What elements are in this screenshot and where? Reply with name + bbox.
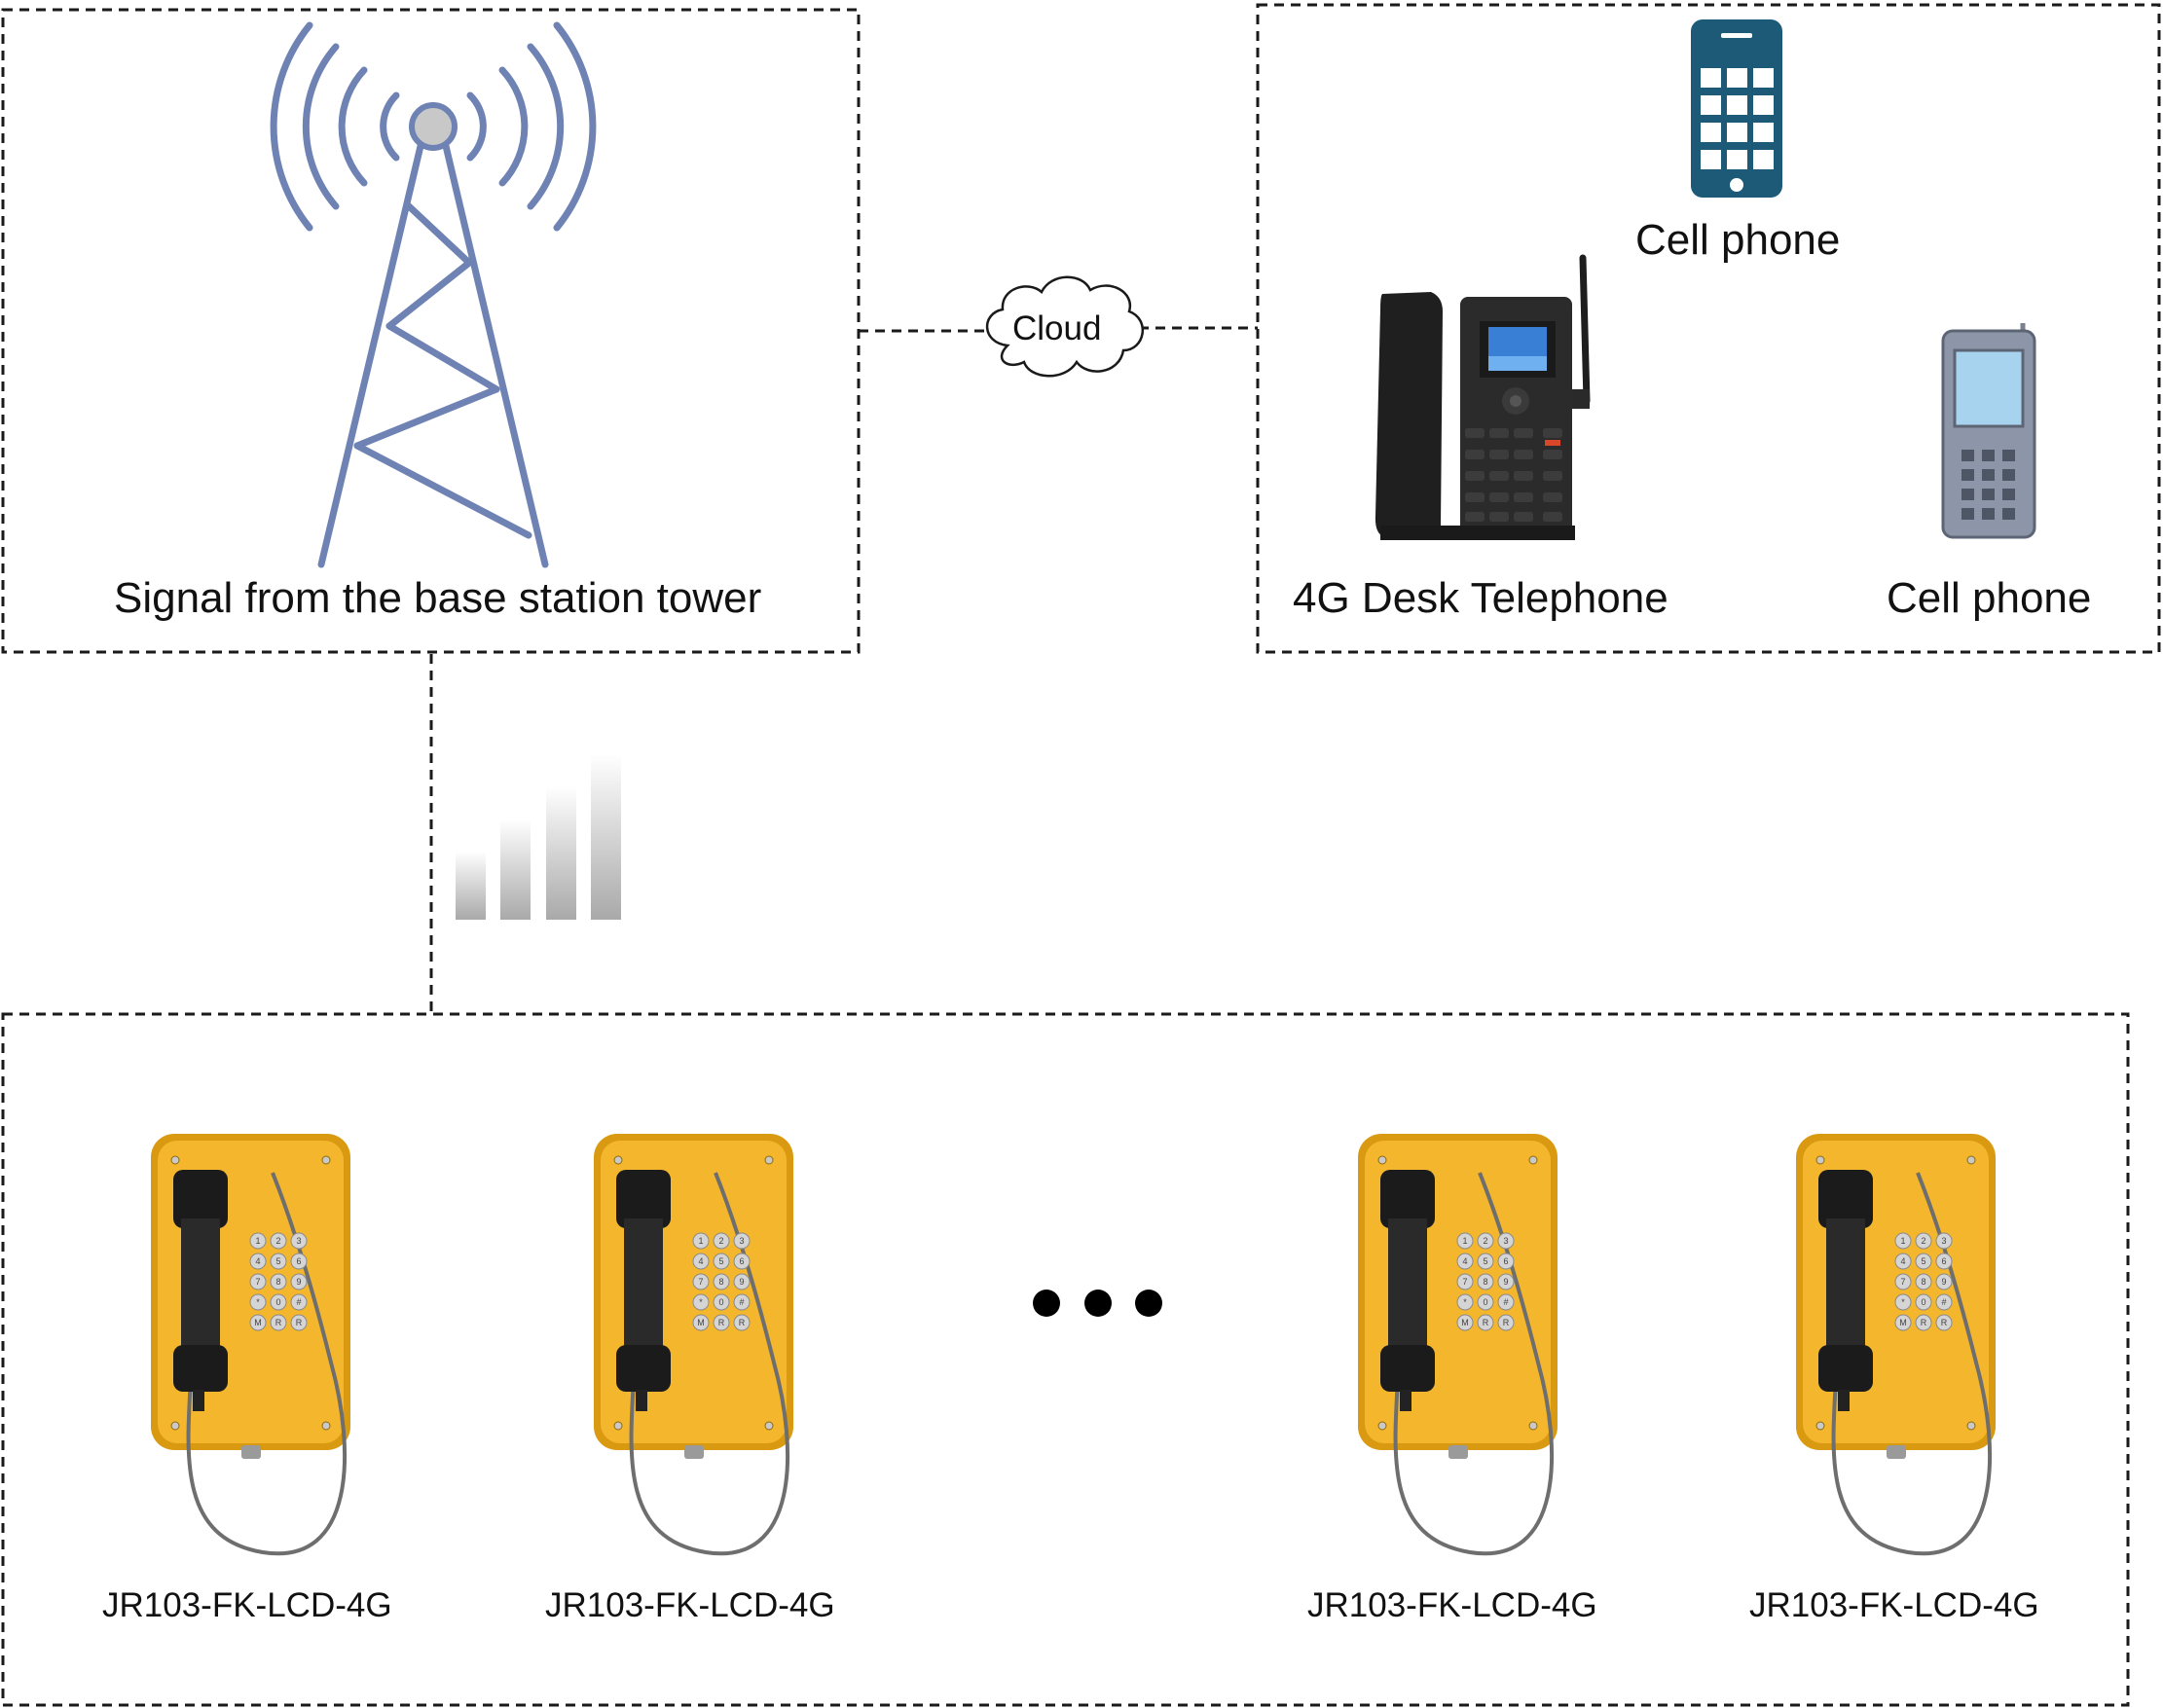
svg-text:8: 8 (275, 1277, 280, 1287)
svg-text:4: 4 (255, 1256, 260, 1266)
phone-model-label-3: JR103-FK-LCD-4G (1307, 1586, 1597, 1624)
phone-model-label-1: JR103-FK-LCD-4G (102, 1586, 392, 1624)
svg-text:#: # (739, 1297, 744, 1307)
svg-text:6: 6 (1503, 1256, 1508, 1266)
svg-text:8: 8 (1483, 1277, 1487, 1287)
svg-text:6: 6 (739, 1256, 744, 1266)
industrial-telephone-icon: 1 2 3 4 5 6 7 8 9 * 0 # M R R (1358, 1134, 1558, 1556)
industrial-telephone-4: 1 2 3 4 5 6 7 8 9 * 0 # M R R (1791, 1129, 2044, 1557)
phone-model-label-4: JR103-FK-LCD-4G (1749, 1586, 2039, 1624)
cloud-label: Cloud (1012, 309, 1102, 347)
svg-text:1: 1 (1900, 1236, 1905, 1246)
svg-text:#: # (296, 1297, 301, 1307)
desk-phone-label: 4G Desk Telephone (1293, 574, 1668, 622)
svg-text:0: 0 (275, 1297, 280, 1307)
svg-text:R: R (718, 1318, 725, 1327)
svg-text:7: 7 (1462, 1277, 1467, 1287)
svg-text:R: R (1921, 1318, 1927, 1327)
industrial-telephone-1: 1 2 3 4 5 6 7 8 9 * 0 # M R R (146, 1129, 399, 1557)
ellipsis-icon (1033, 1290, 1162, 1317)
svg-text:M: M (1461, 1318, 1469, 1327)
svg-text:2: 2 (275, 1236, 280, 1246)
svg-text:8: 8 (718, 1277, 723, 1287)
svg-text:5: 5 (1921, 1256, 1925, 1266)
svg-text:4: 4 (698, 1256, 703, 1266)
svg-text:2: 2 (718, 1236, 723, 1246)
svg-text:8: 8 (1921, 1277, 1925, 1287)
svg-text:0: 0 (1921, 1297, 1925, 1307)
svg-text:3: 3 (1941, 1236, 1946, 1246)
svg-text:3: 3 (739, 1236, 744, 1246)
cloud-icon (985, 275, 1145, 378)
svg-text:M: M (1899, 1318, 1907, 1327)
svg-text:0: 0 (1483, 1297, 1487, 1307)
mobile-phone-label: Cell phone (1887, 574, 2092, 622)
industrial-telephone-2: 1 2 3 4 5 6 7 8 9 * 0 # M R R (589, 1129, 842, 1557)
svg-text:5: 5 (718, 1256, 723, 1266)
tower-label: Signal from the base station tower (114, 574, 762, 622)
svg-text:*: * (1901, 1297, 1905, 1307)
svg-text:4: 4 (1462, 1256, 1467, 1266)
svg-text:9: 9 (1941, 1277, 1946, 1287)
svg-text:2: 2 (1921, 1236, 1925, 1246)
svg-text:R: R (1483, 1318, 1489, 1327)
industrial-telephone-icon: 1 2 3 4 5 6 7 8 9 * 0 # M R R (1796, 1134, 1996, 1556)
industrial-telephone-icon: 1 2 3 4 5 6 7 8 9 * 0 # M R R (594, 1134, 793, 1556)
smartphone-label: Cell phone (1635, 216, 1841, 264)
svg-text:M: M (697, 1318, 705, 1327)
industrial-telephone-icon: 1 2 3 4 5 6 7 8 9 * 0 # M R R (151, 1134, 350, 1556)
svg-text:R: R (296, 1318, 303, 1327)
svg-text:6: 6 (1941, 1256, 1946, 1266)
svg-text:3: 3 (296, 1236, 301, 1246)
svg-text:5: 5 (1483, 1256, 1487, 1266)
desk-phone-icon (1375, 254, 1591, 540)
endpoint-group-box (1, 1012, 2130, 1707)
svg-text:4: 4 (1900, 1256, 1905, 1266)
svg-text:0: 0 (718, 1297, 723, 1307)
svg-text:1: 1 (255, 1236, 260, 1246)
svg-text:7: 7 (255, 1277, 260, 1287)
svg-text:R: R (1941, 1318, 1948, 1327)
svg-text:9: 9 (296, 1277, 301, 1287)
svg-text:3: 3 (1503, 1236, 1508, 1246)
industrial-telephone-3: 1 2 3 4 5 6 7 8 9 * 0 # M R R (1353, 1129, 1606, 1557)
radio-tower-icon (270, 21, 597, 568)
svg-text:R: R (275, 1318, 282, 1327)
svg-text:R: R (1503, 1318, 1510, 1327)
svg-text:1: 1 (1462, 1236, 1467, 1246)
svg-text:7: 7 (698, 1277, 703, 1287)
svg-text:5: 5 (275, 1256, 280, 1266)
svg-text:7: 7 (1900, 1277, 1905, 1287)
svg-text:2: 2 (1483, 1236, 1487, 1246)
svg-text:6: 6 (296, 1256, 301, 1266)
phone-model-label-2: JR103-FK-LCD-4G (545, 1586, 835, 1624)
mobile-phone-icon (1941, 323, 2036, 539)
svg-text:M: M (254, 1318, 262, 1327)
svg-text:#: # (1503, 1297, 1508, 1307)
svg-text:1: 1 (698, 1236, 703, 1246)
svg-text:R: R (739, 1318, 746, 1327)
svg-text:*: * (699, 1297, 703, 1307)
svg-text:*: * (256, 1297, 260, 1307)
svg-text:9: 9 (1503, 1277, 1508, 1287)
signal-strength-icon (456, 754, 621, 920)
svg-text:*: * (1463, 1297, 1467, 1307)
svg-text:#: # (1941, 1297, 1946, 1307)
smartphone-icon (1691, 19, 1782, 198)
svg-text:9: 9 (739, 1277, 744, 1287)
remote-group-box (1256, 3, 2161, 654)
